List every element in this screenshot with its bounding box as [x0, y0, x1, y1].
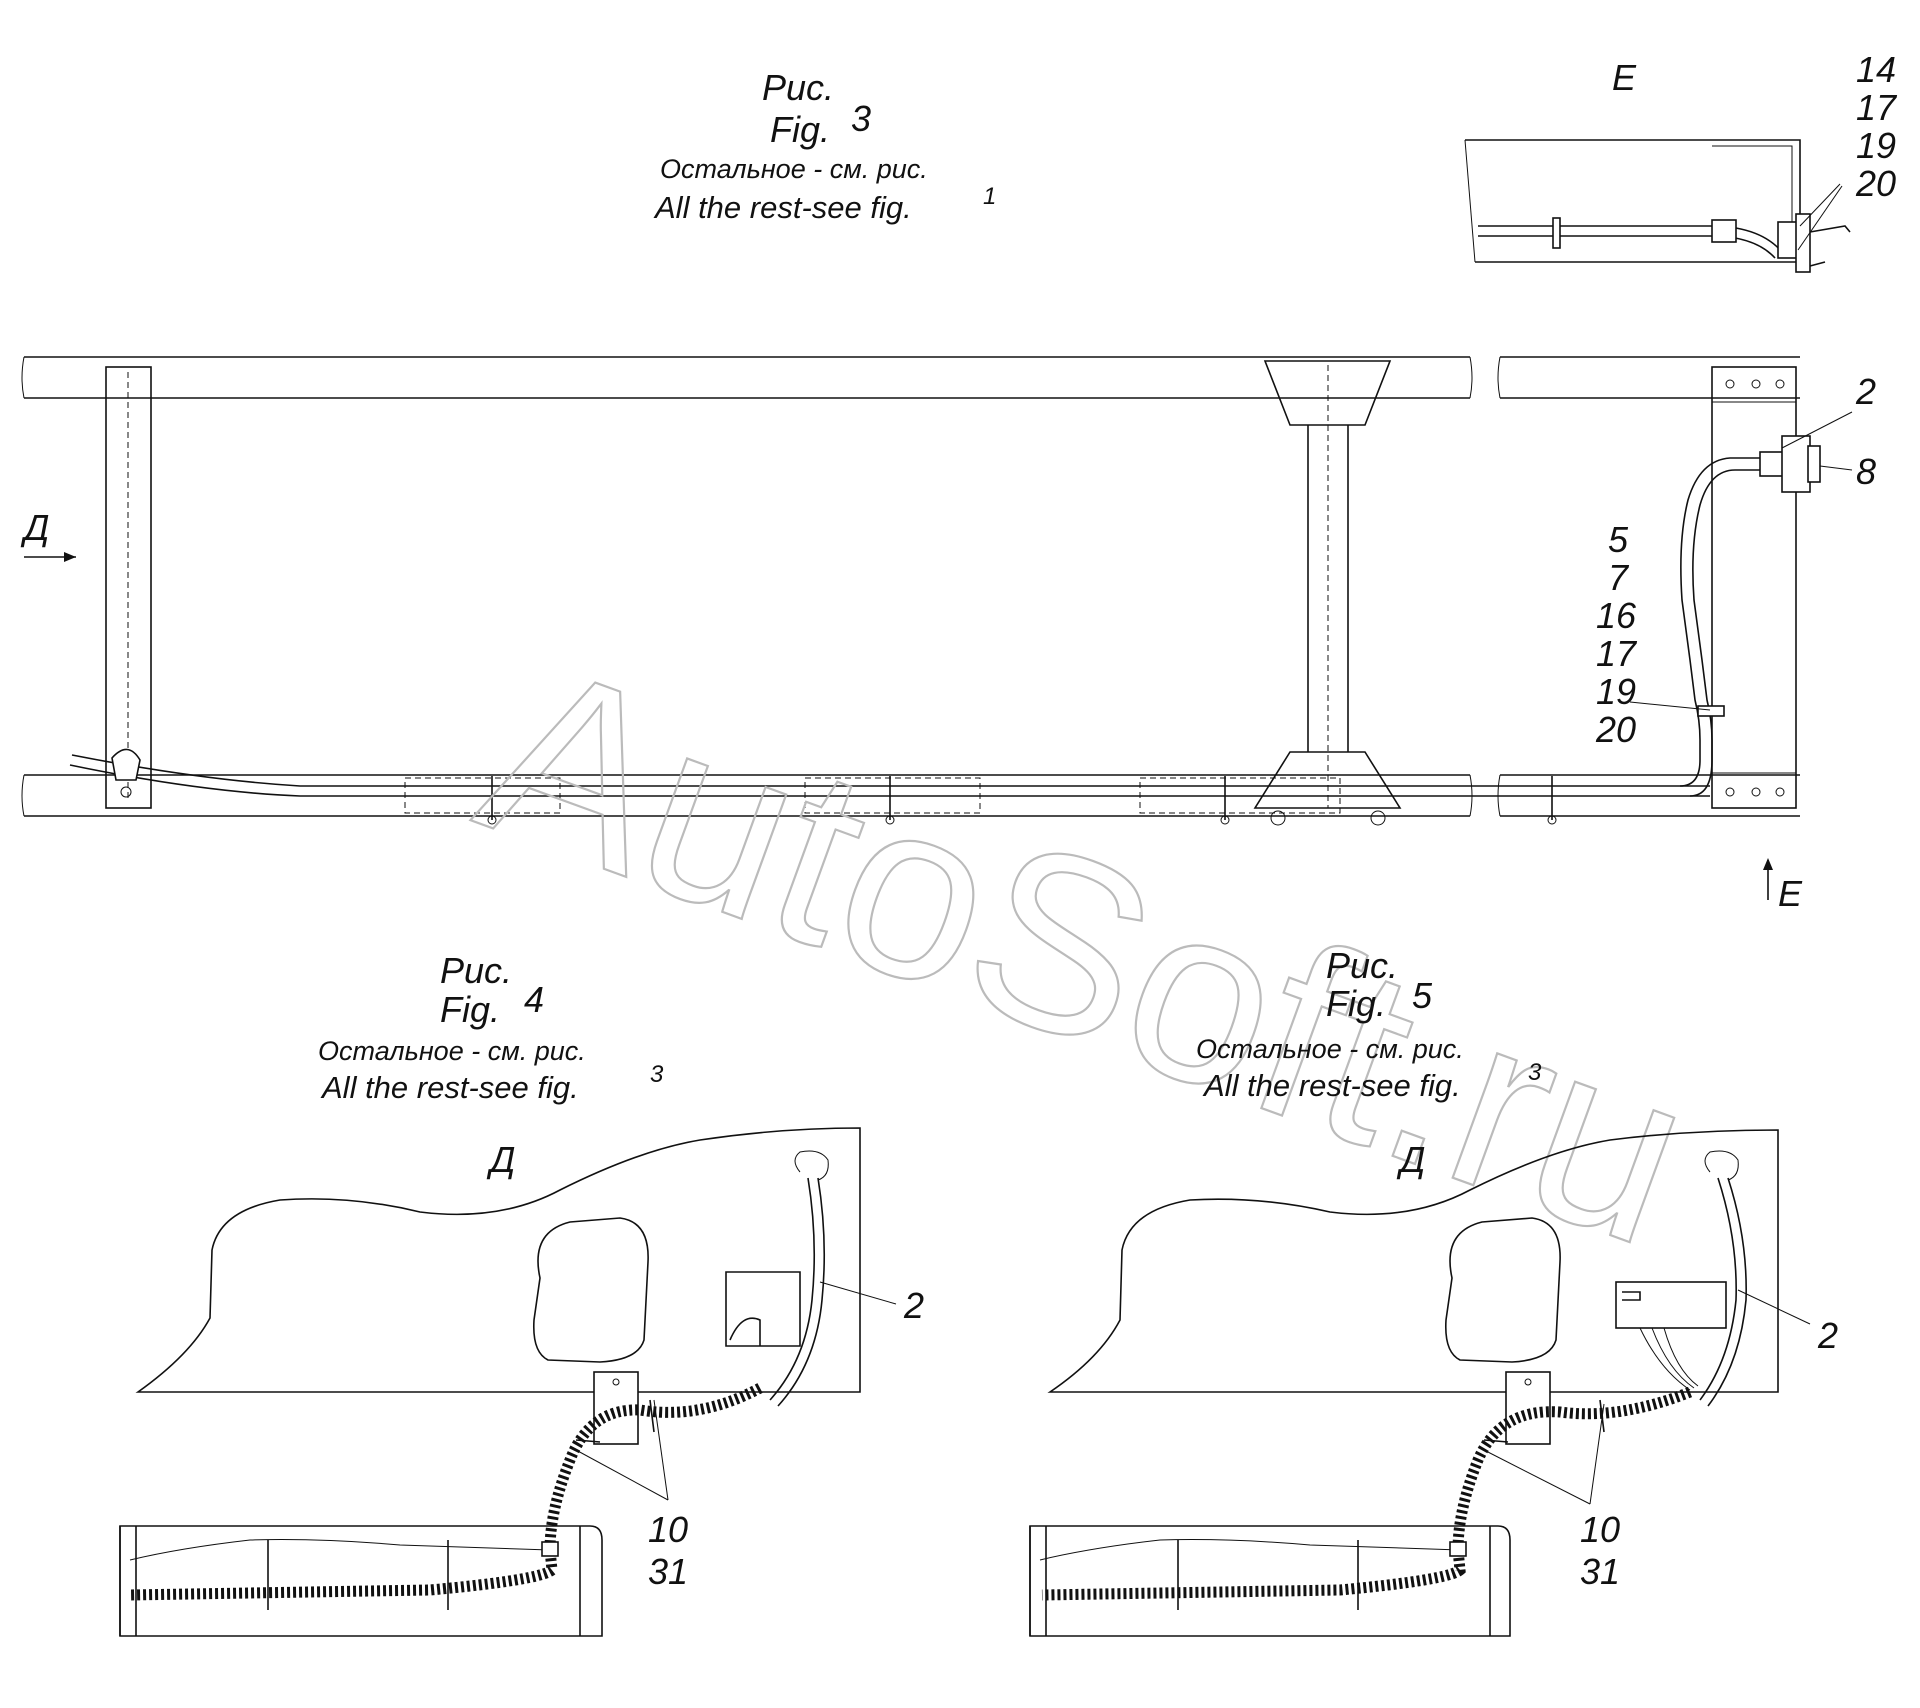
fig5-cab-outline: [1047, 1129, 1779, 1393]
fig4-ru-label: Рис.: [440, 950, 512, 991]
fig4-callout-10: 10: [648, 1509, 688, 1550]
frame-callout-5: 5: [1608, 519, 1629, 560]
fig3-rest-ref: 1: [983, 183, 996, 210]
frame-callout-2: 2: [1855, 371, 1876, 412]
fig3-en-label: Fig.: [770, 109, 830, 150]
fig4-number: 4: [524, 979, 544, 1020]
fig5-ru-label: Рис.: [1326, 945, 1398, 986]
fig5-view-label: Д: [1396, 1139, 1425, 1180]
fig5-rest-ref: 3: [1528, 1059, 1542, 1086]
fig5-control-box: [1615, 1281, 1727, 1329]
fig5-rest-ru: Остальное - см. рис.: [1196, 1034, 1464, 1064]
frame-callout-17: 17: [1596, 633, 1638, 674]
fig5-callout-2: 2: [1817, 1315, 1838, 1356]
view-e-callout-20: 20: [1855, 163, 1896, 204]
fig3-number: 3: [851, 98, 871, 139]
view-e-frame: [1465, 139, 1801, 263]
fig5-rest-en: All the rest-see fig.: [1202, 1068, 1461, 1103]
fig3-rest-en: All the rest-see fig.: [653, 190, 912, 225]
view-e-detail: Е 14 17 19 20: [1464, 49, 1898, 273]
figure-5: Рис. Fig. 5 Остальное - см. рис. All the…: [1029, 945, 1838, 1637]
view-d-label: Д: [20, 507, 49, 548]
fig5-callout-10: 10: [1580, 1509, 1620, 1550]
fig5-callout-31: 31: [1580, 1551, 1620, 1592]
fig4-rest-ru: Остальное - см. рис.: [318, 1036, 586, 1066]
fig5-cable: [1699, 1177, 1737, 1401]
view-e-callout-leaders: [1797, 183, 1843, 251]
frame-callout-19: 19: [1596, 671, 1636, 712]
fig3-rest-ru: Остальное - см. рис.: [660, 154, 928, 184]
view-e-arrow: Е: [1763, 858, 1803, 914]
rear-crossmember: [1711, 366, 1797, 809]
middle-crossmember: [1253, 360, 1402, 826]
fig4-rest-ref: 3: [650, 1061, 664, 1088]
fig4-callout-31: 31: [648, 1551, 688, 1592]
frame-plan-view: Д Е 2 8 5 7 16 17 19 20: [20, 356, 1876, 914]
view-d-arrow: Д: [20, 507, 76, 562]
frame-top-rail: [21, 356, 1800, 399]
view-e-callout-17: 17: [1856, 87, 1898, 128]
fig5-seat: [1444, 1217, 1561, 1363]
fig4-view-label: Д: [486, 1139, 515, 1180]
fig5-bumper: [1029, 1525, 1511, 1637]
fig4-en-label: Fig.: [440, 989, 500, 1030]
watermark: AutoSoft.ru: [451, 607, 1724, 1299]
fig5-number: 5: [1412, 975, 1433, 1016]
fig4-rest-en: All the rest-see fig.: [320, 1070, 579, 1105]
fig4-cab-outline: [135, 1127, 861, 1393]
fig4-control-box: [725, 1271, 801, 1347]
figure-4: Рис. Fig. 4 Остальное - см. рис. All the…: [119, 950, 924, 1637]
front-crossmember: [105, 366, 152, 809]
frame-callout-20: 20: [1595, 709, 1636, 750]
watermark-text: AutoSoft.ru: [452, 608, 1723, 1298]
fig3-ru-label: Рис.: [762, 67, 834, 108]
fig5-en-label: Fig.: [1326, 983, 1386, 1024]
view-e-title: Е: [1612, 57, 1637, 98]
fig4-cable: [769, 1177, 816, 1401]
frame-callout-8: 8: [1856, 451, 1876, 492]
view-e-arrow-label: Е: [1778, 873, 1803, 914]
view-e-callout-14: 14: [1856, 49, 1896, 90]
figure-3-caption: Рис. Fig. 3 Остальное - см. рис. All the…: [653, 67, 996, 225]
frame-callout-7: 7: [1608, 557, 1630, 598]
frame-callout-16: 16: [1596, 595, 1637, 636]
fig4-seat: [532, 1217, 649, 1363]
fig4-callout-2: 2: [903, 1285, 924, 1326]
view-e-callout-19: 19: [1856, 125, 1896, 166]
fig4-bumper: [119, 1525, 603, 1637]
